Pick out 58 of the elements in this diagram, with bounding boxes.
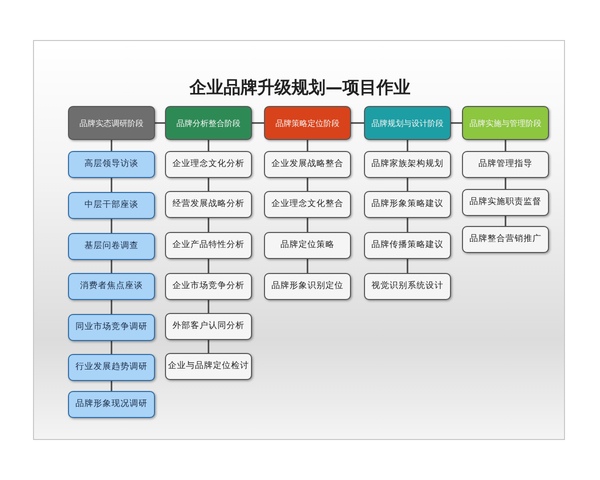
task-box: 品牌整合营销推广: [462, 226, 549, 253]
connector-line: [208, 340, 210, 353]
connector-line: [504, 140, 506, 151]
connector-line: [208, 259, 210, 273]
connector-line: [406, 218, 408, 232]
task-box: 基层问卷调查: [68, 233, 155, 260]
connector-line: [451, 122, 462, 124]
connector-line: [406, 140, 408, 151]
task-box: 企业发展战略整合: [264, 151, 351, 178]
task-box: 品牌管理指导: [462, 151, 549, 178]
task-box: 行业发展趋势调研: [68, 354, 155, 381]
task-box: 外部客户认同分析: [165, 313, 252, 340]
task-box: 企业理念文化分析: [165, 151, 252, 178]
task-box: 品牌定位策略: [264, 232, 351, 259]
task-box: 企业与品牌定位检讨: [165, 353, 252, 380]
connector-line: [208, 140, 210, 151]
stage-header: 品牌分析整合阶段: [165, 106, 252, 140]
task-box: 品牌形象策略建议: [364, 191, 451, 218]
stage-header: 品牌策略定位阶段: [264, 106, 351, 140]
connector-line: [406, 178, 408, 191]
connector-line: [110, 219, 112, 233]
task-box: 品牌形象现况调研: [68, 391, 155, 418]
connector-line: [110, 140, 112, 151]
task-box: 品牌传播策略建议: [364, 232, 451, 259]
connector-line: [504, 216, 506, 226]
connector-line: [306, 218, 308, 232]
connector-line: [351, 122, 364, 124]
connector-line: [406, 259, 408, 273]
task-box: 高层领导访谈: [68, 151, 155, 178]
task-box: 同业市场竞争调研: [68, 314, 155, 341]
stage-header: 品牌实施与管理阶段: [462, 106, 549, 140]
connector-line: [155, 122, 165, 124]
task-box: 企业市场竞争分析: [165, 273, 252, 300]
task-box: 视觉识别系统设计: [364, 273, 451, 300]
connector-line: [110, 341, 112, 354]
connector-line: [110, 260, 112, 273]
connector-line: [208, 300, 210, 313]
connector-line: [208, 218, 210, 232]
task-box: 品牌形象识别定位: [264, 273, 351, 300]
task-box: 中层干部座谈: [68, 192, 155, 219]
task-box: 品牌实施职责监督: [462, 189, 549, 216]
stage-header: 品牌实态调研阶段: [68, 106, 155, 140]
task-box: 企业理念文化整合: [264, 191, 351, 218]
connector-line: [110, 381, 112, 391]
connector-line: [208, 178, 210, 191]
task-box: 消费者焦点座谈: [68, 273, 155, 300]
connector-line: [306, 259, 308, 273]
connector-line: [306, 178, 308, 191]
connector-line: [252, 122, 264, 124]
task-box: 品牌家族架构规划: [364, 151, 451, 178]
title: 企业品牌升级规划—项目作业: [188, 77, 412, 99]
connector-line: [110, 178, 112, 192]
connector-line: [306, 140, 308, 151]
task-box: 企业产品特性分析: [165, 232, 252, 259]
stage-header: 品牌规划与设计阶段: [364, 106, 451, 140]
connector-line: [110, 300, 112, 314]
task-box: 经营发展战略分析: [165, 191, 252, 218]
connector-line: [504, 178, 506, 189]
